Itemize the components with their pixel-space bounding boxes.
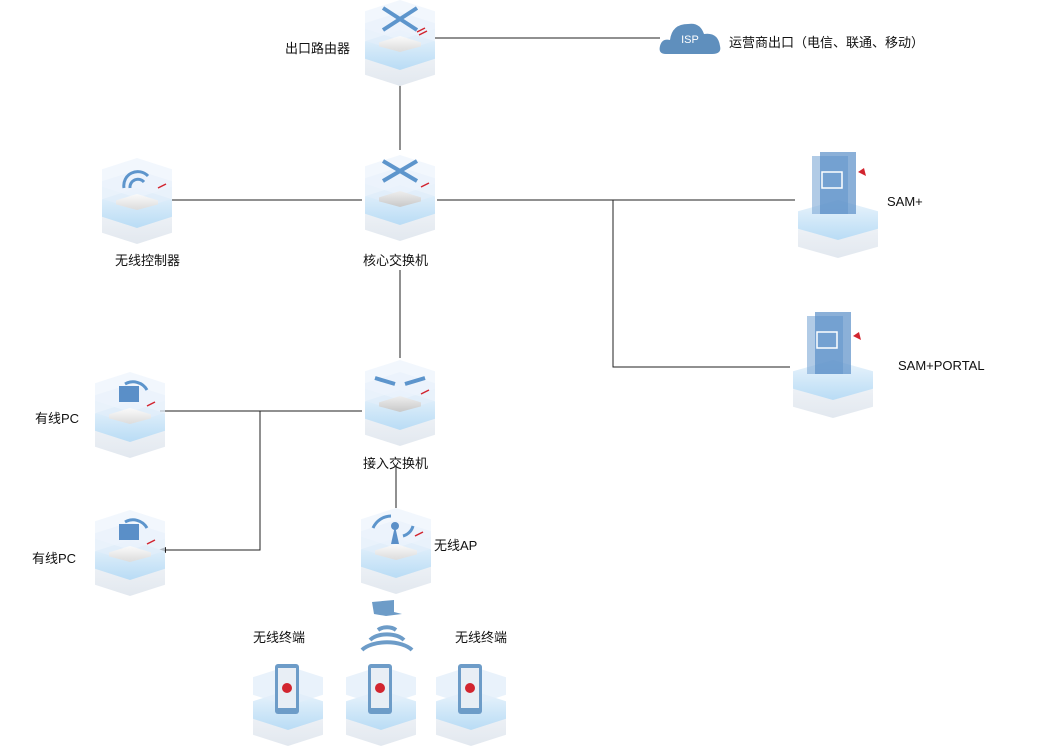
terminal-left-label: 无线终端	[253, 630, 306, 645]
router-device[interactable]	[365, 0, 435, 86]
wireless-ap-label: 无线AP	[434, 538, 478, 553]
switch-icon	[381, 159, 430, 188]
isp-text: ISP	[681, 34, 699, 46]
pc-icon	[119, 518, 156, 545]
sam-portal-label: SAM+PORTAL	[898, 358, 985, 373]
tablet-icon	[458, 664, 482, 714]
link-access-pc2	[162, 411, 261, 551]
wired-pc-1-label: 有线PC	[35, 411, 80, 426]
wireless-ap-device[interactable]	[361, 508, 431, 594]
core-switch-label: 核心交换机	[363, 253, 429, 268]
link-core-portal	[612, 200, 790, 368]
cloud-icon	[659, 23, 721, 54]
wired-pc-2-label: 有线PC	[32, 551, 77, 566]
wireless-terminal-left[interactable]	[253, 650, 323, 750]
server-icon	[812, 152, 866, 214]
wired-pc-2-device[interactable]	[95, 510, 165, 596]
isp-label: 运营商出口（电信、联通、移动）	[729, 35, 925, 50]
router-label: 出口路由器	[285, 41, 351, 56]
tablet-icon	[275, 664, 299, 714]
access-point-icon	[371, 514, 424, 544]
access-switch-device[interactable]	[365, 360, 435, 446]
pc-icon	[119, 380, 156, 407]
sam-device[interactable]	[798, 150, 878, 260]
switch-icon	[374, 376, 430, 395]
wireless-terminal-right[interactable]	[436, 650, 506, 750]
core-switch-device[interactable]	[365, 155, 435, 241]
wireless-controller-label: 无线控制器	[115, 253, 181, 268]
sam-portal-device[interactable]	[793, 310, 873, 420]
isp-cloud[interactable]: ISP	[658, 16, 722, 56]
wired-pc-1-device[interactable]	[95, 372, 165, 458]
wireless-controller-icon	[122, 170, 167, 189]
terminal-right-label: 无线终端	[455, 630, 508, 645]
wireless-terminal-middle[interactable]	[346, 650, 416, 750]
router-icon	[381, 6, 428, 36]
sam-label: SAM+	[887, 194, 923, 209]
wireless-controller-device[interactable]	[102, 158, 172, 244]
server-icon	[807, 312, 861, 374]
access-switch-label: 接入交换机	[363, 456, 429, 471]
wifi-signal-icon	[360, 600, 414, 652]
tablet-icon	[368, 664, 392, 714]
